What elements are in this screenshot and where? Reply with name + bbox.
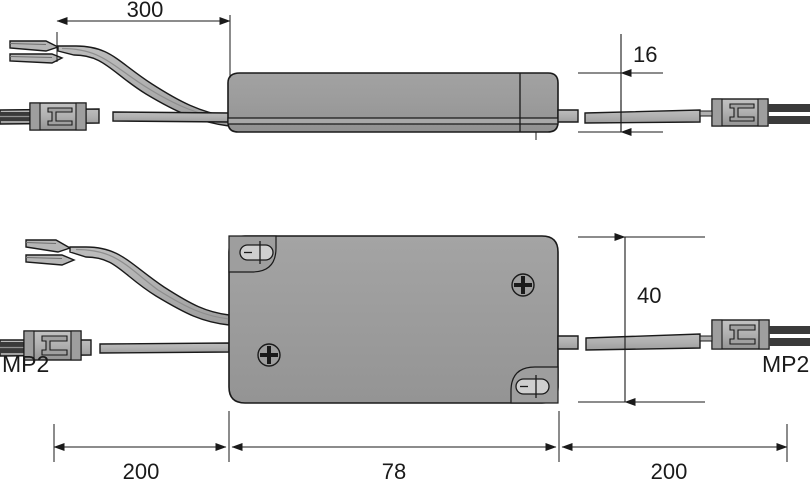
housing-side-outline [227,72,559,133]
fork-prong-lower-shade [9,56,53,58]
left-cable-side-inner-segment [112,111,230,123]
bottom-dimension-chain: 200 78 200 [53,411,788,482]
mounting-slot-top-left [228,235,277,273]
connector-left-side-collar [29,102,41,131]
connector-left-top-keyway [41,335,68,356]
right-cable-top-conductor-lower [769,338,810,346]
left-cable-side [0,102,230,131]
dimension-40-text: 40 [637,283,661,308]
connector-right-side-keyway [729,103,755,122]
right-cable-side-conductor-upper [768,104,810,112]
right-cable-top [557,319,810,351]
housing-top-view [228,235,559,404]
right-cable-side-run [584,109,701,124]
left-cable-top-inner-segment [99,342,230,354]
dimension-300: 300 [56,0,231,78]
fork-terminal-top-lower [25,254,76,266]
right-cable-side [557,98,810,127]
right-cable-top-stub [557,335,579,350]
dimension-78-text: 78 [382,459,406,482]
housing-side-view [227,72,559,140]
dimension-16-text: 16 [633,42,657,67]
connector-left-top-collar-2 [70,330,82,361]
right-cable-side-conductor-lower [768,116,810,124]
connector-left-side [29,102,87,131]
connector-right-side-collar-2 [757,98,769,127]
connector-right-side [711,98,769,127]
mounting-slot-top-left-hole [239,244,274,261]
dimension-left-200-text: 200 [123,459,160,482]
screw-lower-left [257,343,281,367]
connector-left-top [23,330,82,361]
dimension-40: 40 [578,233,705,406]
connector-left-side-keyway [47,107,73,126]
screw-upper-right-cross [514,276,532,294]
housing-top-outline [228,235,559,404]
right-cable-top-conductor-upper [769,326,810,334]
connector-right-top-collar-2 [758,319,770,350]
right-cable-side-stub [557,109,579,123]
right-cable-top-neck [699,335,713,342]
fork-prong-top-lower-shade [25,257,63,259]
connector-label-right: MP2 [762,351,809,377]
mounting-slot-bottom-right-hole [515,378,550,395]
fork-terminal-side-lower [9,53,64,64]
connector-right-side-collar [711,98,723,127]
connector-left-side-collar-2 [75,102,87,131]
left-cable-top [0,330,230,361]
connector-left-top-collar [23,330,35,361]
twin-cable-top-highlight [75,248,230,320]
dimension-16: 16 [578,34,663,136]
fork-terminal-side-upper [9,40,60,52]
fork-prong-top-upper-shade [25,242,57,244]
connector-right-top [711,319,770,350]
dimension-300-text: 300 [127,0,164,22]
fork-terminal-top-upper [25,239,72,253]
connector-right-top-collar [711,319,723,350]
screw-lower-left-cross [260,346,278,364]
side-elevation-view: 300 16 [0,0,810,140]
right-cable-side-neck [699,110,713,117]
connector-right-top-keyway [729,324,756,345]
mounting-slot-bottom-right [510,366,559,404]
dimension-right-200-text: 200 [651,459,688,482]
screw-upper-right [511,273,535,297]
housing-side-base-lip [227,117,559,125]
connector-label-left: MP2 [2,351,49,377]
fork-prong-upper-shade [9,43,47,45]
top-plan-view: 40 MP2 MP2 [0,233,810,406]
fork-prong-lower [9,53,64,64]
